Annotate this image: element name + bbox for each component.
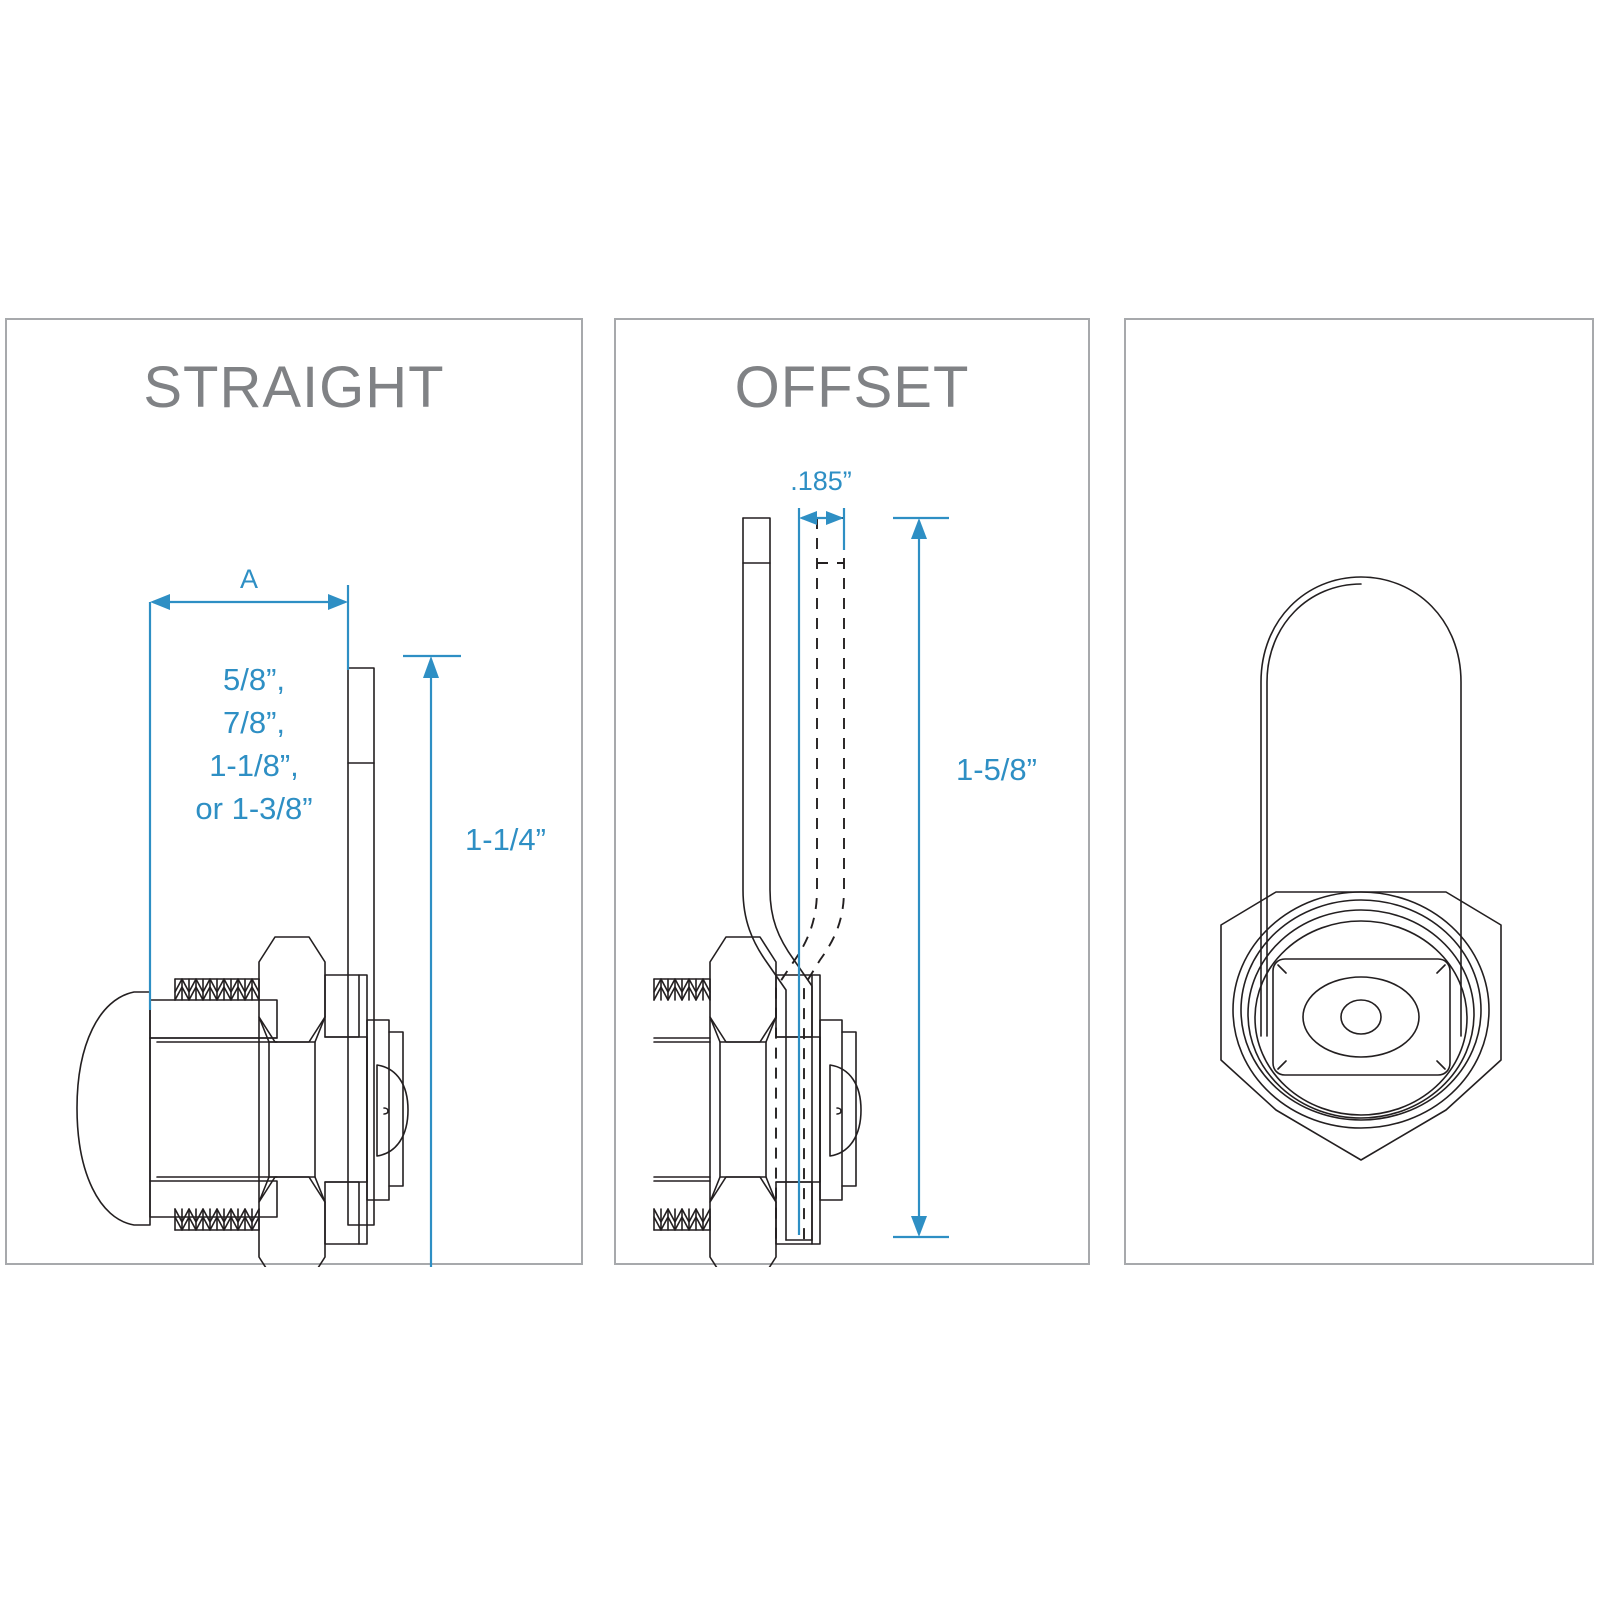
panel-offset-drawing: .185” 1-5/8” xyxy=(616,320,1088,1267)
dim-label-185: .185” xyxy=(790,466,852,496)
cam-opt-1: 5/8”, xyxy=(223,662,285,697)
rear-cap xyxy=(829,1064,862,1157)
cam-opt-4: or 1-3/8” xyxy=(195,791,312,826)
hex-nut-lower xyxy=(258,1176,326,1267)
collar-2 xyxy=(841,1031,857,1187)
collar xyxy=(366,1019,390,1201)
hex-nut-upper xyxy=(709,936,777,1043)
hex-waist-right xyxy=(314,1016,326,1203)
barrel-edge-bottom xyxy=(653,1176,711,1182)
hex-waist-edges xyxy=(268,1041,316,1178)
dim-label-1-1-4: 1-1/4” xyxy=(465,822,546,857)
hex-nut-upper xyxy=(258,936,326,1043)
arrow-a-left xyxy=(150,594,170,610)
nut-flat-lower xyxy=(775,1181,813,1245)
nut-plate-outer xyxy=(811,974,821,1245)
rear-cap-notch xyxy=(836,1107,842,1115)
nut-flat-lower xyxy=(324,1181,360,1245)
cam-arm-offset-right-edge xyxy=(742,517,813,1241)
threads-bottom xyxy=(653,1208,711,1231)
front-view-geometry xyxy=(1220,576,1502,1161)
dimension-lines-straight xyxy=(148,585,461,1267)
threads-top xyxy=(653,978,711,1001)
cam-length-options-label: 5/8”, 7/8”, 1-1/8”, or 1-3/8” xyxy=(195,662,312,826)
key-plate-square xyxy=(1272,958,1451,1076)
collar-ring-4 xyxy=(1254,920,1468,1116)
panel-offset-title: OFFSET xyxy=(734,355,970,420)
panel-front-view xyxy=(1124,318,1594,1265)
keyway-ring xyxy=(1302,976,1420,1058)
arrow-158-top xyxy=(911,518,927,539)
straight-lock-geometry xyxy=(76,667,409,1267)
rear-cap-notch xyxy=(383,1107,389,1115)
arrow-185-left xyxy=(799,511,817,525)
cam-blade-front xyxy=(1260,576,1462,1037)
nut-mid-plate xyxy=(324,1036,368,1183)
panel-front-drawing xyxy=(1126,320,1592,1263)
panel-offset: OFFSET xyxy=(614,318,1090,1267)
panel-straight-drawing: A 5/8”, 7/8”, 1-1/8”, or 1-3/8” 1-1/4” xyxy=(7,320,581,1267)
panel-straight-title: STRAIGHT xyxy=(143,355,445,420)
keyway-hole xyxy=(1340,999,1382,1035)
threads-bottom xyxy=(174,1208,260,1231)
hex-waist-right xyxy=(765,1016,777,1203)
arrow-185-right xyxy=(826,511,844,525)
barrel-bottom xyxy=(149,1180,278,1218)
dim-label-1-5-8: 1-5/8” xyxy=(956,752,1037,787)
hex-nut-lower xyxy=(709,1176,777,1267)
cam-opt-2: 7/8”, xyxy=(223,705,285,740)
dim-label-a: A xyxy=(240,564,258,594)
dimension-arrowheads-offset xyxy=(799,511,927,1237)
collar-ring-2 xyxy=(1240,899,1482,1121)
collar xyxy=(819,1019,843,1201)
panel-straight: STRAIGHT xyxy=(5,318,583,1267)
collar-2 xyxy=(388,1031,404,1187)
hex-waist-left xyxy=(258,1016,270,1203)
cam-arm-straight xyxy=(347,667,375,1226)
cam-arm-offset-left-edge xyxy=(742,517,787,1241)
dimension-arrowheads-straight xyxy=(150,594,439,678)
cam-opt-3: 1-1/8”, xyxy=(209,748,299,783)
collar-ring-3 xyxy=(1247,909,1475,1119)
hex-waist-left xyxy=(709,1016,721,1203)
arrow-a-right xyxy=(328,594,348,610)
rear-cap xyxy=(376,1064,409,1157)
arrow-158-bottom xyxy=(911,1216,927,1237)
barrel-top xyxy=(149,999,278,1039)
barrel-edge-top xyxy=(653,1037,711,1043)
offset-lock-geometry xyxy=(653,517,862,1267)
threads-top xyxy=(174,978,260,1001)
hex-waist-edges xyxy=(719,1041,767,1178)
dimension-lines-offset xyxy=(797,508,949,1239)
nut-flat-upper xyxy=(324,974,360,1038)
arrow-125-top xyxy=(423,656,439,678)
key-plate-corner-chamfers xyxy=(1277,964,1446,1070)
cam-blade-inner-edge xyxy=(1266,583,1362,1037)
nut-plate-outer xyxy=(358,974,368,1245)
lock-head-dome xyxy=(76,991,151,1226)
collar-ring-outer xyxy=(1232,891,1490,1129)
